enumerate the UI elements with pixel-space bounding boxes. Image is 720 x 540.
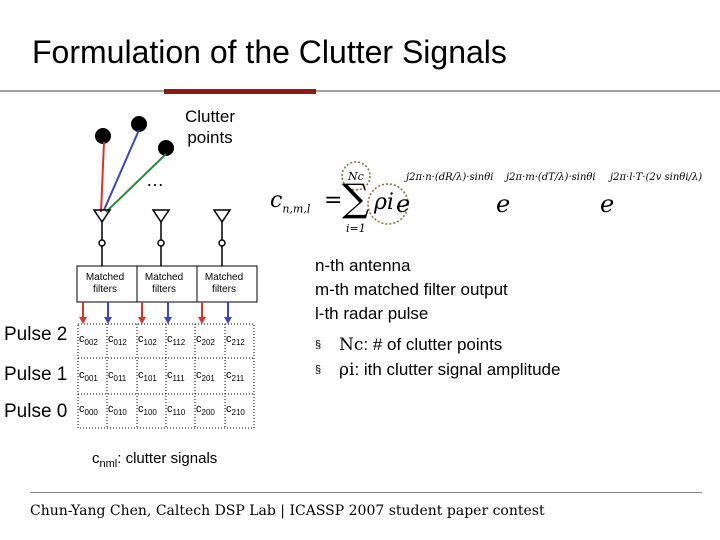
formula-rho-highlight [367,183,409,225]
signal-cell: c202 [196,333,215,348]
ray-green [105,153,167,213]
formula-lhs-sub: n,m,l [282,202,311,216]
signal-cell: c201 [196,369,215,384]
signal-grid [77,323,255,429]
formula-e1: e [396,190,411,218]
desc-pulse: l-th radar pulse [315,304,429,323]
footer-credit: Chun-Yang Chen, Caltech DSP Lab | ICASSP… [30,503,545,519]
antenna-3 [212,209,232,247]
title-divider [0,90,720,92]
signal-cell: c100 [138,403,157,418]
ray-red [100,141,105,213]
clutter-point-2 [131,116,147,132]
formula-sum-upper: Nc [348,170,364,183]
clutter-formula: cn,m,l = Nc ∑ i=1 ρi e j2π·n·(dR/λ)·sinθ… [270,160,710,240]
clutter-points-label: Clutter points [184,107,236,147]
formula-rho: ρi [374,190,394,215]
formula-exponent-3: j2π·l·T·(2v sinθi/λ) [610,172,703,183]
signal-cell: c102 [138,333,157,348]
formula-exponent-2: j2π·m·(dT/λ)·sinθi [506,172,596,183]
signal-cell: c000 [79,403,98,418]
clutter-point-3 [158,140,174,156]
matched-filter-bank [76,265,258,303]
title-accent-bar [164,89,316,94]
signal-cell: c001 [79,369,98,384]
signal-cell: c002 [79,333,98,348]
formula-sigma: ∑ [342,176,370,220]
ray-blue [103,129,140,211]
formula-sum-lower: i=1 [346,222,366,235]
signal-cell: c011 [108,369,127,384]
signal-cell: c112 [167,333,186,348]
bullet-nc: §Nc: # of clutter points [315,335,503,355]
clutter-signals-caption: cnml: clutter signals [92,450,218,470]
signal-cell: c012 [108,333,127,348]
pulse-0-label: Pulse 0 [4,401,68,422]
formula-e2: e [496,190,511,218]
signal-cell: c110 [167,403,186,418]
desc-filter: m-th matched filter output [315,280,508,299]
footer-divider [30,492,702,493]
clutter-point-1 [95,128,111,144]
formula-lhs: c [270,188,283,213]
signal-cell: c212 [226,333,245,348]
more-points-ellipsis: … [146,170,164,190]
bullet-marker: § [315,339,322,351]
signal-cell: c111 [167,369,185,384]
page-title: Formulation of the Clutter Signals [32,34,507,70]
signal-cell: c210 [226,403,245,418]
filter-output-arrows [79,302,232,324]
signal-cell: c101 [138,369,157,384]
desc-antenna: n-th antenna [315,256,411,275]
formula-exponent-1: j2π·n·(dR/λ)·sinθi [406,172,494,183]
bullet-marker: § [315,364,322,376]
formula-e3: e [600,190,615,218]
bullet-rho: §ρi: ith clutter signal amplitude [315,360,561,380]
signal-cell: c010 [108,403,127,418]
pulse-1-label: Pulse 1 [4,364,68,385]
antenna-1 [92,209,112,247]
formula-equals: = [324,188,343,213]
antenna-2 [151,209,171,247]
pulse-2-label: Pulse 2 [4,324,68,345]
index-description: n-th antenna m-th matched filter output … [315,254,508,326]
formula-nc-highlight [341,161,371,191]
signal-cell: c200 [196,403,215,418]
signal-cell: c211 [226,369,245,384]
